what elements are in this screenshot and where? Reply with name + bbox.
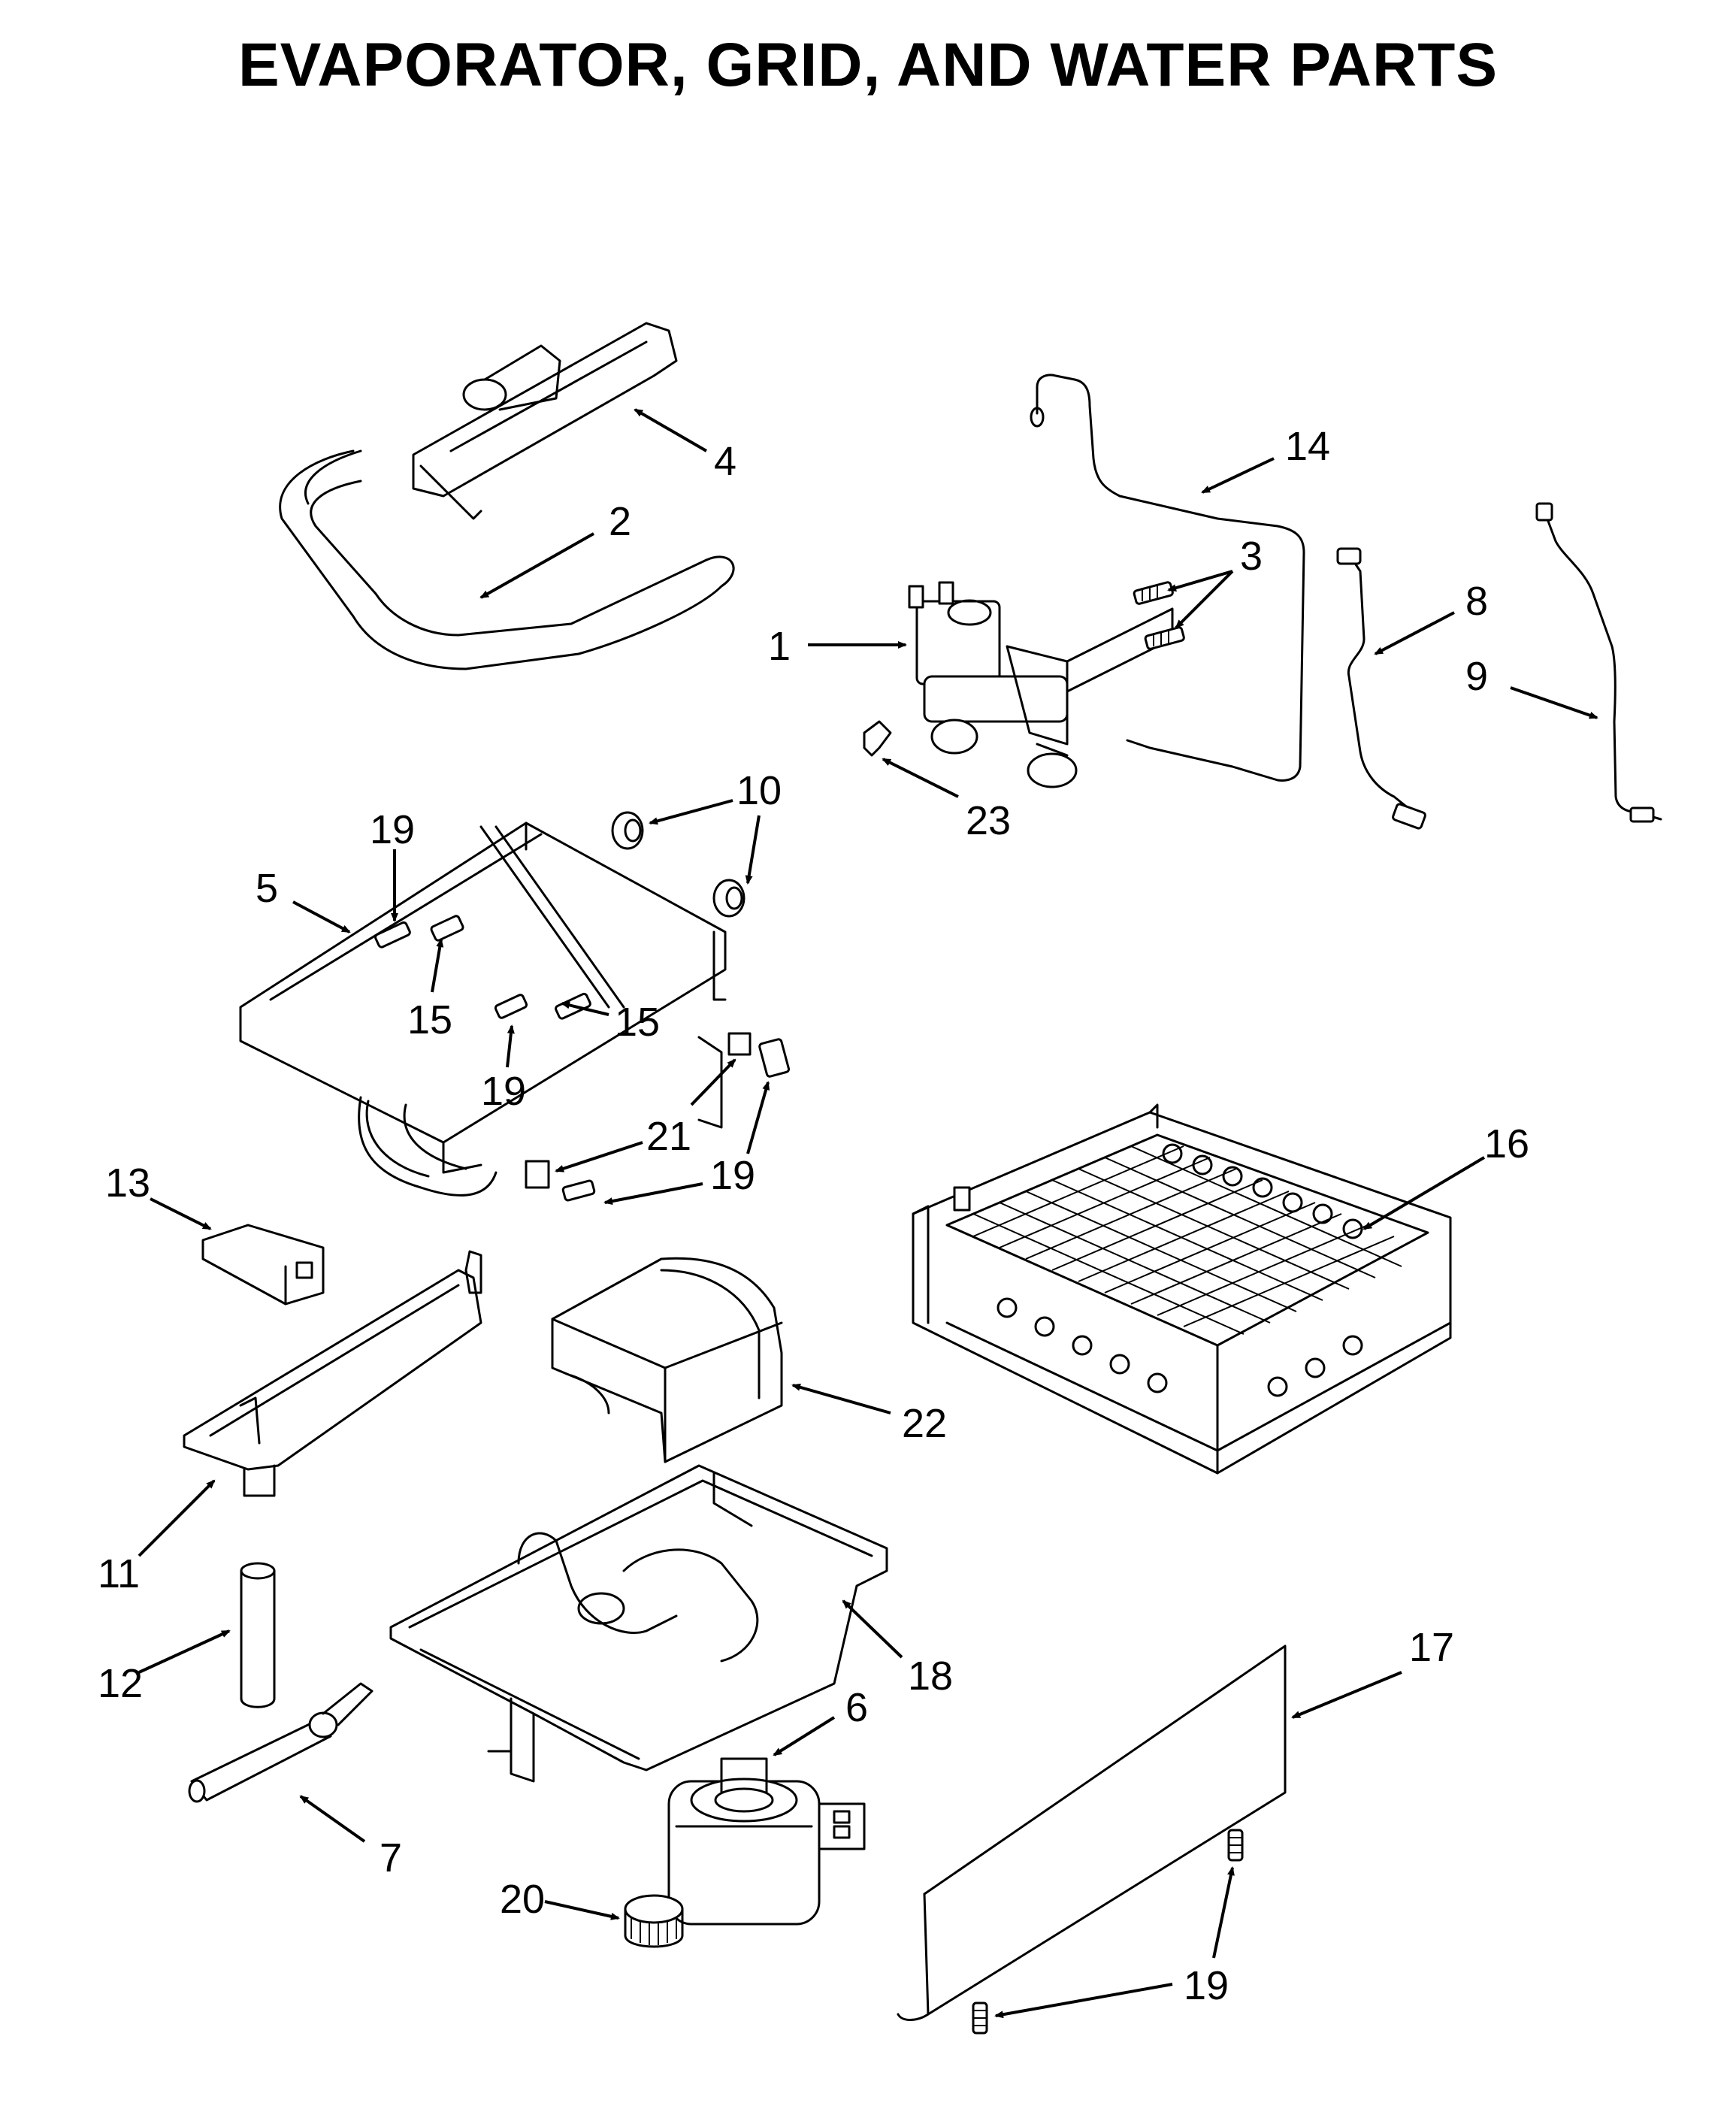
callout-7: 7 (380, 1835, 402, 1880)
part-ice-tray (389, 1464, 888, 1783)
part-clips-21 (525, 1032, 752, 1189)
part-fill-tube (412, 322, 678, 520)
callout-15-b: 15 (615, 1000, 660, 1045)
part-clip (863, 720, 892, 757)
callout-23: 23 (966, 798, 1011, 843)
callout-12: 12 (98, 1661, 143, 1706)
part-small-bracket (201, 1224, 325, 1306)
callout-9: 9 (1465, 654, 1488, 699)
callout-11: 11 (98, 1551, 140, 1596)
part-tube-8 (1336, 547, 1426, 830)
callout-17: 17 (1409, 1625, 1454, 1670)
callout-8: 8 (1465, 579, 1488, 624)
callout-19-b: 19 (481, 1069, 526, 1114)
callout-19-c: 19 (710, 1153, 755, 1198)
part-water-line (1030, 374, 1305, 782)
callout-14: 14 (1285, 424, 1330, 469)
part-drain-tube (188, 1682, 374, 1803)
part-heater-loop (279, 449, 735, 670)
page-title: EVAPORATOR, GRID, AND WATER PARTS (237, 31, 1499, 99)
callout-22: 22 (902, 1401, 947, 1446)
callout-labels: 4 2 14 3 1 8 9 23 10 5 19 15 15 19 21 19… (98, 424, 1529, 2008)
part-water-trough (183, 1250, 482, 1497)
callout-4: 4 (714, 439, 736, 484)
part-water-valve (908, 581, 1174, 788)
callout-6: 6 (845, 1685, 868, 1730)
callout-15-a: 15 (407, 997, 452, 1042)
callout-21: 21 (646, 1114, 691, 1159)
part-panel-screws (972, 1829, 1244, 2035)
callout-2: 2 (609, 499, 631, 544)
part-nut (624, 1894, 684, 1948)
callout-16: 16 (1484, 1121, 1529, 1166)
callout-20: 20 (500, 1877, 545, 1922)
callout-5: 5 (256, 866, 278, 911)
callout-13: 13 (105, 1160, 150, 1206)
callout-10: 10 (736, 768, 782, 813)
callout-1: 1 (768, 624, 791, 669)
part-panel (897, 1644, 1287, 2021)
part-evaporator-bracket (239, 821, 727, 1197)
callout-19-d: 19 (1184, 1963, 1229, 2008)
part-auger-motor (667, 1757, 866, 1926)
part-tube-12 (240, 1562, 276, 1708)
part-valve-screws (1133, 581, 1185, 650)
part-wire-9 (1535, 502, 1662, 823)
callout-19-a: 19 (370, 807, 415, 852)
callout-3: 3 (1240, 534, 1263, 579)
callout-18: 18 (908, 1654, 953, 1699)
part-evaporator-grid (912, 1103, 1452, 1475)
part-grommets (611, 811, 746, 918)
part-cover (551, 1257, 783, 1463)
leader-lines (138, 408, 1598, 2019)
part-bracket-screws (374, 915, 791, 1202)
